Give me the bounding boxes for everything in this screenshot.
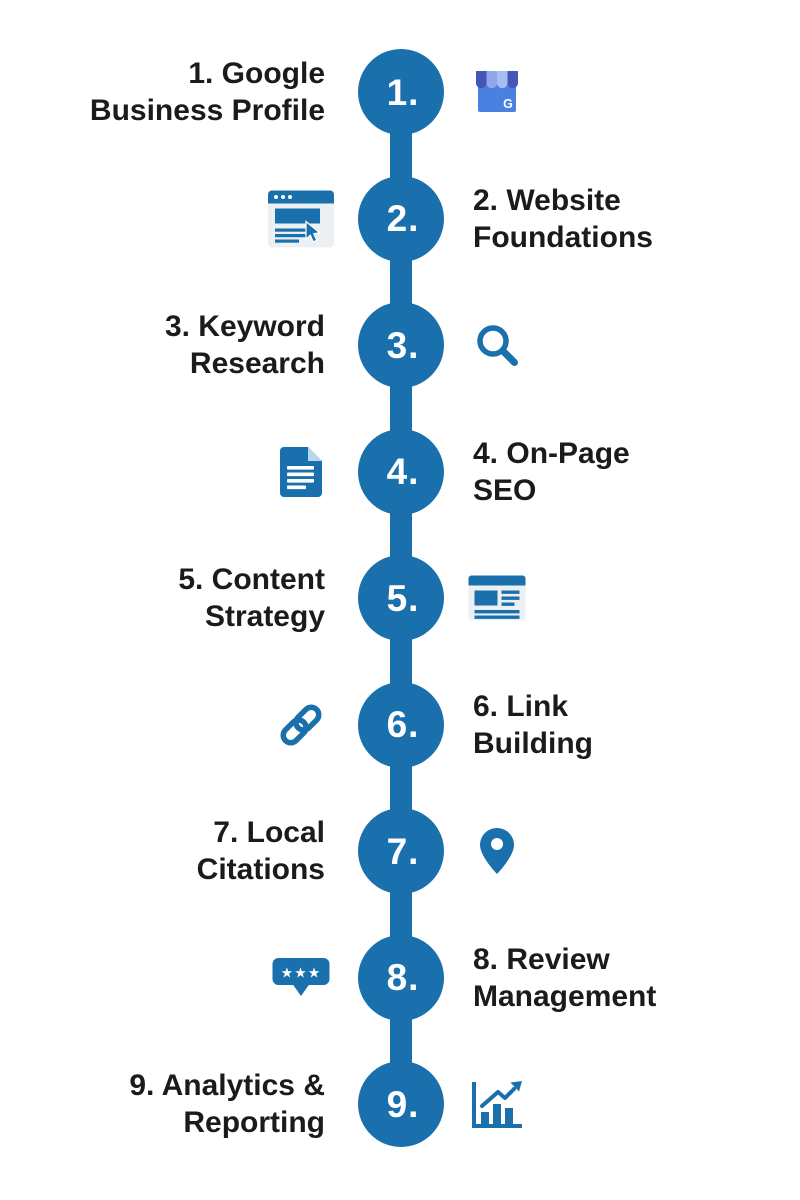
step-number: 3. — [386, 324, 420, 366]
svg-text:★★★: ★★★ — [281, 965, 322, 981]
step-label: 1. Google Business Profile — [5, 55, 325, 129]
svg-text:G: G — [503, 97, 513, 111]
link-icon — [275, 699, 327, 751]
step-circle: 9. — [358, 1061, 444, 1147]
step-label-line2: Business Profile — [89, 94, 325, 127]
step-label: 2. Website Foundations — [473, 182, 793, 256]
step-label: 5. Content Strategy — [5, 561, 325, 635]
step-label-line2: Building — [473, 726, 593, 760]
step-label-line1: 2. Website — [473, 183, 621, 217]
step-circle: 5. — [358, 555, 444, 641]
step-number: 1. — [386, 71, 420, 113]
search-icon — [474, 322, 520, 368]
step-label-line1: 1. Google — [188, 57, 325, 90]
step-number: 4. — [386, 451, 420, 492]
map-pin-icon — [480, 828, 514, 874]
step-circle: 8. — [358, 934, 444, 1021]
step-label: 3. Keyword Research — [5, 308, 325, 382]
step-label-line2: Research — [189, 347, 325, 380]
step-label-line1: 5. Content — [178, 563, 325, 596]
step-number: 2. — [386, 198, 420, 239]
google-business-profile-icon: G — [474, 70, 520, 114]
step-label-line2: Strategy — [204, 600, 325, 633]
step-label-line1: 8. Review — [473, 942, 610, 976]
step-label: 6. Link Building — [473, 688, 793, 762]
newspaper-icon — [468, 575, 526, 621]
step-number: 6. — [386, 704, 420, 745]
step-number: 7. — [386, 830, 420, 872]
step-label-line2: Reporting — [183, 1106, 325, 1139]
step-label-line2: Citations — [196, 853, 325, 886]
step-number: 8. — [386, 957, 420, 998]
step-label: 9. Analytics & Reporting — [5, 1067, 325, 1141]
browser-window-icon — [268, 190, 334, 247]
step-circle: 4. — [358, 428, 444, 515]
step-number: 9. — [386, 1083, 420, 1125]
step-label: 7. Local Citations — [5, 814, 325, 888]
step-circle: 2. — [358, 175, 444, 262]
step-label-line1: 6. Link — [473, 689, 569, 723]
step-label-line2: SEO — [473, 473, 537, 507]
step-label-line2: Foundations — [473, 220, 653, 254]
step-label-line1: 7. Local — [213, 816, 325, 849]
review-stars-bubble-icon: ★★★ — [272, 957, 330, 998]
step-circle: 3. — [358, 302, 444, 388]
step-circle: 7. — [358, 808, 444, 894]
document-icon — [280, 446, 322, 497]
step-label: 8. Review Management — [473, 941, 793, 1015]
step-label-line1: 3. Keyword — [164, 310, 325, 343]
step-label-line2: Management — [473, 979, 657, 1013]
step-number: 5. — [386, 577, 420, 619]
step-label-line1: 4. On-Page — [473, 436, 630, 470]
step-label: 4. On-Page SEO — [473, 435, 793, 509]
step-circle: 1. — [358, 49, 444, 135]
step-label-line1: 9. Analytics & — [129, 1069, 325, 1102]
bar-chart-growth-icon — [470, 1078, 524, 1130]
step-circle: 6. — [358, 681, 444, 768]
